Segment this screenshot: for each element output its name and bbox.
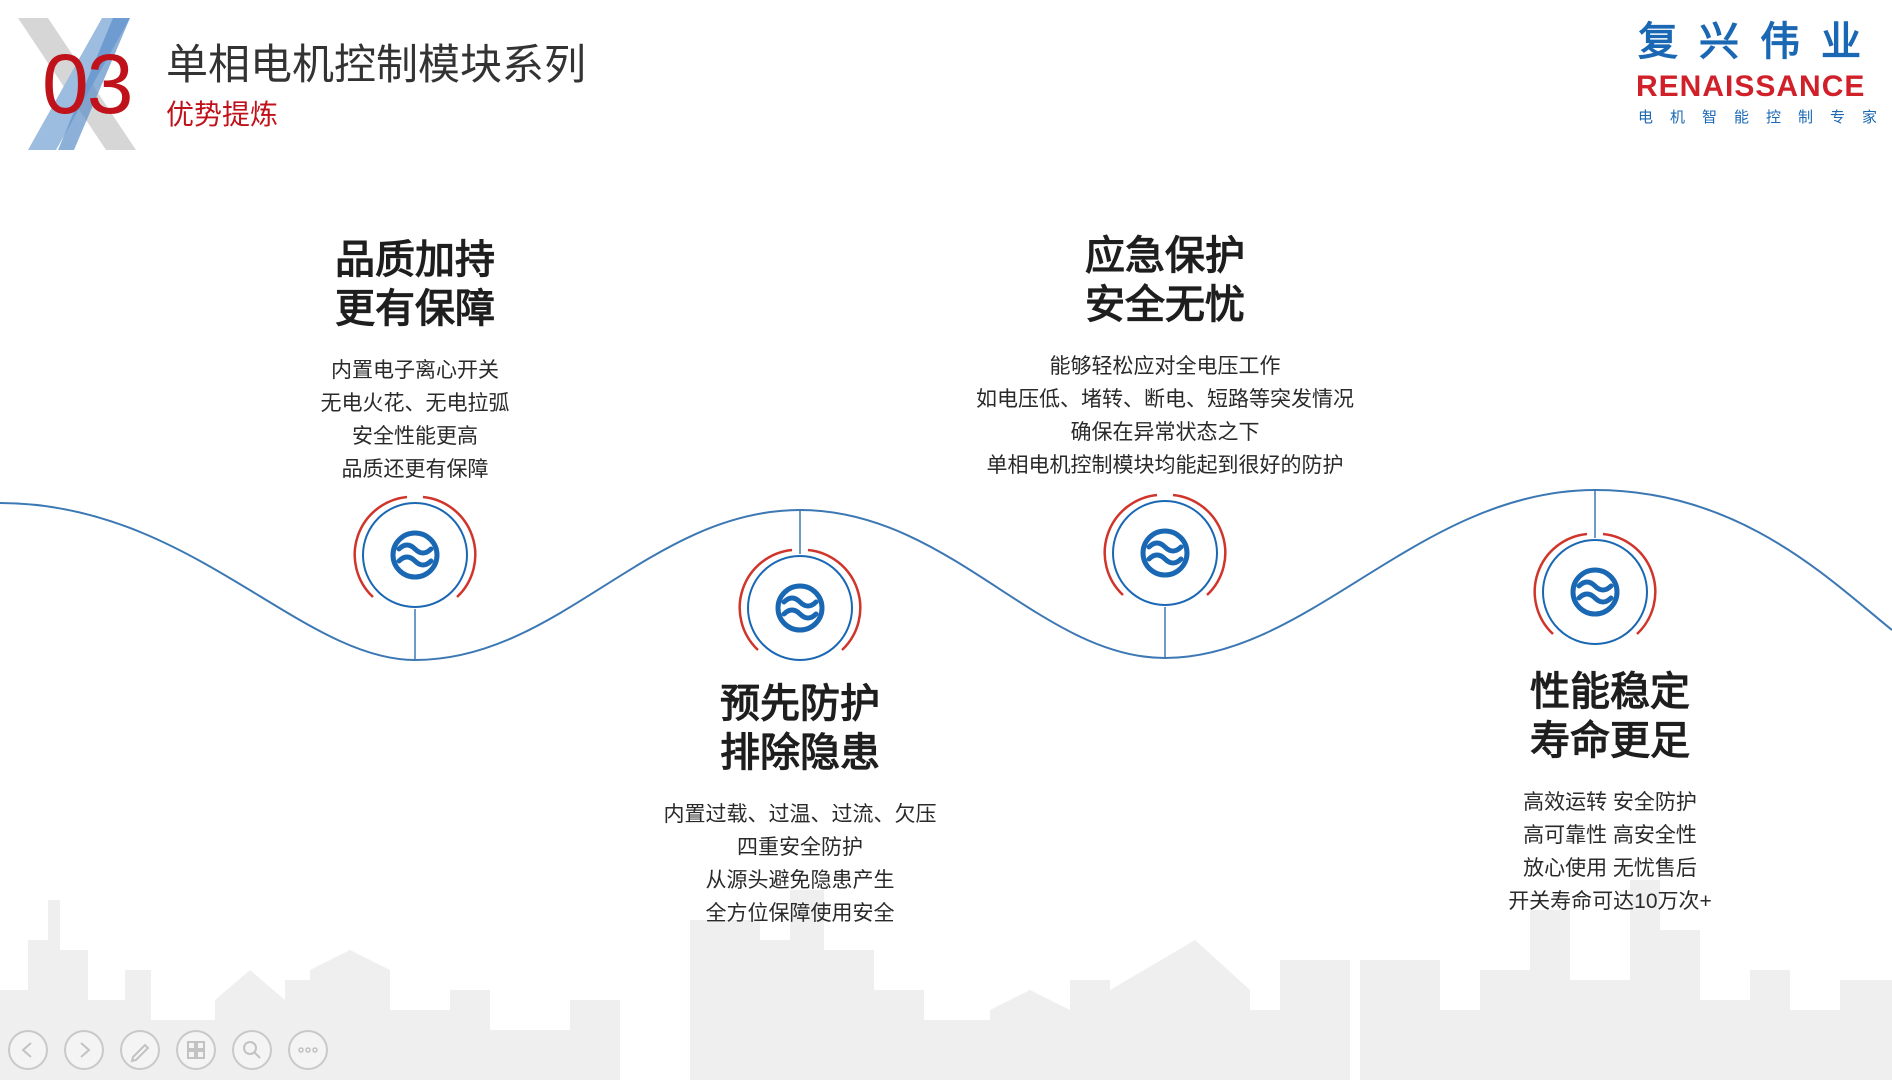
medallion-4 — [1533, 490, 1657, 645]
next-icon — [80, 1042, 91, 1058]
feature-line: 开关寿命可达10万次+ — [1508, 889, 1712, 913]
zoom-icon — [243, 1041, 261, 1059]
wave-line — [0, 488, 1892, 662]
feature-line: 无电火花、无电拉弧 — [320, 391, 510, 415]
chapter-badge-graphic — [18, 18, 136, 150]
pen-tool-button[interactable] — [120, 1030, 160, 1070]
feature-line: 四重安全防护 — [737, 835, 863, 859]
feature-line: 安全性能更高 — [352, 424, 478, 448]
chapter-number: 03 — [42, 37, 133, 131]
feature-title: 预先防护 排除隐患 — [720, 682, 880, 775]
page-subtitle: 优势提炼 — [166, 99, 279, 130]
feature-line: 如电压低、堵转、断电、短路等突发情况 — [976, 387, 1354, 411]
company-logo-cn: 复兴伟业 — [1638, 20, 1882, 64]
medallion-3 — [1103, 493, 1227, 658]
feature-title: 品质加持 更有保障 — [335, 238, 495, 331]
slide-overview-button[interactable] — [176, 1030, 216, 1070]
more-options-button[interactable] — [288, 1030, 328, 1070]
pen-icon — [130, 1043, 150, 1063]
more-icon — [298, 1047, 318, 1053]
feature-line: 放心使用 无忧售后 — [1523, 856, 1697, 880]
slides-grid-icon — [187, 1041, 205, 1059]
feature-line: 高可靠性 高安全性 — [1523, 823, 1697, 847]
feature-prevention: 预先防护 排除隐患 内置过载、过温、过流、欠压 四重安全防护 从源头避免隐患产生… — [640, 680, 960, 930]
medallion-1 — [353, 495, 477, 659]
feature-quality: 品质加持 更有保障 内置电子离心开关 无电火花、无电拉弧 安全性能更高 品质还更… — [295, 236, 535, 486]
feature-line: 高效运转 安全防护 — [1523, 790, 1697, 814]
feature-line: 确保在异常状态之下 — [1070, 420, 1260, 444]
feature-line: 单相电机控制模块均能起到很好的防护 — [986, 453, 1344, 477]
feature-line: 内置电子离心开关 — [331, 358, 499, 382]
page-title: 单相电机控制模块系列 — [166, 41, 587, 88]
feature-title: 应急保护 安全无忧 — [1085, 234, 1245, 327]
feature-line: 从源头避免隐患产生 — [705, 868, 895, 892]
zoom-button[interactable] — [232, 1030, 272, 1070]
previous-icon — [21, 1042, 32, 1058]
previous-slide-button[interactable] — [8, 1030, 48, 1070]
feature-line: 能够轻松应对全电压工作 — [1049, 354, 1281, 378]
next-slide-button[interactable] — [64, 1030, 104, 1070]
company-tagline: 电机智能控制专家 — [1638, 109, 1892, 126]
feature-emergency: 应急保护 安全无忧 能够轻松应对全电压工作 如电压低、堵转、断电、短路等突发情况… — [955, 232, 1375, 482]
feature-line: 内置过载、过温、过流、欠压 — [663, 802, 937, 826]
medallion-2 — [738, 510, 862, 661]
feature-title: 性能稳定 寿命更足 — [1530, 670, 1690, 763]
feature-line: 全方位保障使用安全 — [705, 901, 895, 925]
feature-performance: 性能稳定 寿命更足 高效运转 安全防护 高可靠性 高安全性 放心使用 无忧售后 … — [1470, 668, 1750, 918]
company-logo-en: RENAISSANCE — [1636, 70, 1866, 103]
feature-line: 品质还更有保障 — [341, 457, 489, 481]
